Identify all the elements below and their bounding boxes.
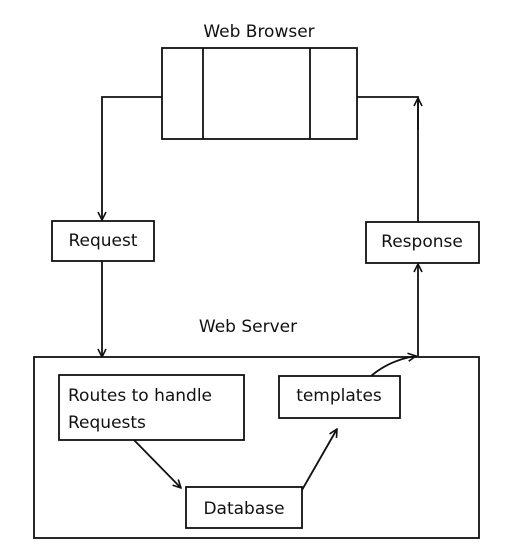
web-browser-box (161, 47, 358, 140)
request-label: Request (68, 231, 137, 251)
templates-to-response-arrow (370, 356, 416, 377)
web-browser-title: Web Browser (203, 22, 314, 42)
routes-box: Routes to handle Requests (58, 374, 245, 441)
routes-to-database-arrow (133, 439, 181, 488)
response-box: Response (365, 221, 480, 264)
routes-label-line1: Routes to handle (68, 386, 212, 406)
templates-box: templates (278, 375, 401, 419)
response-to-browser-line (357, 96, 419, 222)
database-label: Database (203, 499, 284, 519)
web-server-title: Web Server (199, 317, 297, 337)
request-box: Request (51, 220, 155, 262)
web-server-box (33, 356, 480, 539)
database-box: Database (185, 486, 303, 529)
response-label: Response (381, 232, 463, 252)
routes-label-line2: Requests (68, 413, 146, 433)
templates-label: templates (296, 386, 382, 406)
database-to-templates-arrow (301, 429, 337, 491)
browser-to-request-arrow (102, 96, 162, 220)
